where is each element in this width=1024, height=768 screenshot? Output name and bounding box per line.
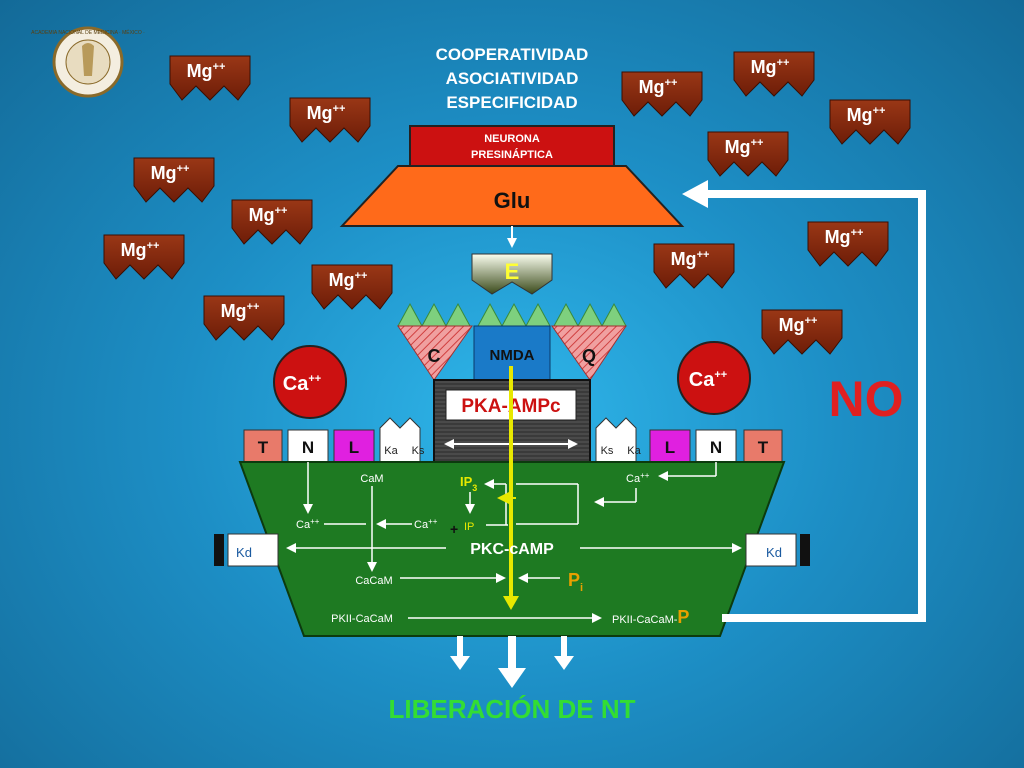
mg-tag-4: Mg++ (231, 199, 313, 245)
pkii-cacam-left-label: PKII-CaCaM (331, 613, 393, 625)
channel-ks-ka-right (595, 417, 637, 463)
mg-tag-5: Mg++ (103, 234, 185, 280)
channel-l-right (649, 429, 691, 463)
mg-label: Mg++ (751, 57, 790, 77)
mg-tag-6: Mg++ (311, 264, 393, 310)
cacam-label: CaCaM (355, 575, 392, 587)
header-cooperatividad: COOPERATIVIDAD (436, 45, 589, 64)
mg-label: Mg++ (151, 163, 190, 183)
mg-tag-2: Mg++ (289, 97, 371, 143)
receptor-triangles (397, 302, 627, 327)
pkii-cacam-right-label: PKII-CaCaM-P (612, 607, 689, 627)
receptor-nmda-label: NMDA (490, 347, 535, 364)
mg-label: Mg++ (307, 103, 346, 123)
mg-tag-9: Mg++ (733, 51, 815, 97)
ca-left-label: Ca++ (283, 373, 321, 395)
mg-tag-14: Mg++ (761, 309, 843, 355)
receptor-q (551, 325, 627, 381)
mg-label: Mg++ (187, 61, 226, 81)
mg-tag-12: Mg++ (807, 221, 889, 267)
ip3-label: IP3 (460, 474, 477, 493)
mg-tag-7: Mg++ (203, 295, 285, 341)
ca-right-label: Ca++ (689, 369, 727, 391)
channel-l-left-label: L (349, 438, 359, 457)
neurona-label-1: NEURONA (484, 133, 540, 145)
mg-label: Mg++ (249, 205, 288, 225)
logo-text: ACADEMIA NACIONAL DE MEDICINA · MÉXICO · (31, 29, 145, 36)
glu-trapezoid (339, 165, 685, 227)
mg-label: Mg++ (779, 315, 818, 335)
mg-tag-1: Mg++ (169, 55, 251, 101)
feedback-loop-arrowhead (682, 180, 708, 208)
cam-label: CaM (360, 473, 383, 485)
academy-logo: ACADEMIA NACIONAL DE MEDICINA · MÉXICO · (31, 26, 145, 98)
channel-ks-left-label: Ks (412, 445, 425, 457)
mg-tag-8: Mg++ (621, 71, 703, 117)
header-especificidad: ESPECIFICIDAD (446, 93, 577, 112)
footer-liberacion: LIBERACIÓN DE NT (389, 694, 636, 724)
ip-label: IP (464, 521, 474, 533)
channel-t-right (743, 429, 783, 463)
mg-label: Mg++ (221, 301, 260, 321)
kd-left-label: Kd (236, 545, 252, 560)
receptor-c-label: C (428, 346, 441, 366)
kd-left-bar (214, 534, 224, 566)
channel-n-left-label: N (302, 438, 314, 457)
kd-right-label: Kd (766, 545, 782, 560)
enzyme-e-shape (471, 253, 553, 295)
mg-tag-13: Mg++ (653, 243, 735, 289)
mg-label: Mg++ (671, 249, 710, 269)
channel-t-right-label: T (758, 438, 769, 457)
channel-ks-right-label: Ks (601, 445, 614, 457)
statue-icon (82, 43, 94, 76)
channel-t-left-label: T (258, 438, 269, 457)
receptor-q-label: Q (582, 346, 596, 366)
ca-b-label: Ca++ (414, 517, 438, 531)
mg-label: Mg++ (121, 240, 160, 260)
feedback-loop-line (700, 190, 926, 622)
ca-left-circle (273, 345, 347, 419)
central-yellow-arrowhead (503, 596, 519, 610)
ca-c-label: Ca++ (626, 471, 650, 485)
channel-n-right (695, 429, 737, 463)
channel-ka-right-label: Ka (627, 445, 641, 457)
channel-l-left (333, 429, 375, 463)
plus-sign: + (450, 521, 458, 537)
nt-release-arrows (450, 636, 574, 688)
receptor-c (397, 325, 473, 381)
mg-tag-10: Mg++ (829, 99, 911, 145)
glu-label: Glu (494, 188, 531, 213)
no-label: NO (829, 371, 904, 427)
ca-a-label: Ca++ (296, 517, 320, 531)
pkc-label: PKC-cAMP (470, 541, 554, 558)
mg-label: Mg++ (639, 77, 678, 97)
kd-right-bar (800, 534, 810, 566)
kd-left-box (227, 533, 279, 567)
ca-right-circle (677, 341, 751, 415)
channel-l-right-label: L (665, 438, 675, 457)
mg-label: Mg++ (825, 227, 864, 247)
neurona-label-2: PRESINÁPTICA (471, 148, 553, 161)
channel-ka-ks-left (379, 417, 421, 463)
header-asociatividad: ASOCIATIVIDAD (446, 69, 579, 88)
pi-label: Pi (568, 570, 583, 594)
channel-ka-left-label: Ka (384, 445, 398, 457)
mg-label: Mg++ (725, 137, 764, 157)
enzyme-e-label: E (505, 259, 520, 284)
mg-label: Mg++ (329, 270, 368, 290)
mg-tags-layer: Mg++ Mg++ Mg++ Mg++ Mg++ Mg++ Mg++ Mg++ Mg++ Mg++… (103, 51, 911, 355)
mg-tag-11: Mg++ (707, 131, 789, 177)
channel-n-right-label: N (710, 438, 722, 457)
channel-t-left (243, 429, 283, 463)
mg-tag-3: Mg++ (133, 157, 215, 203)
mg-label: Mg++ (847, 105, 886, 125)
kd-right-box (745, 533, 797, 567)
